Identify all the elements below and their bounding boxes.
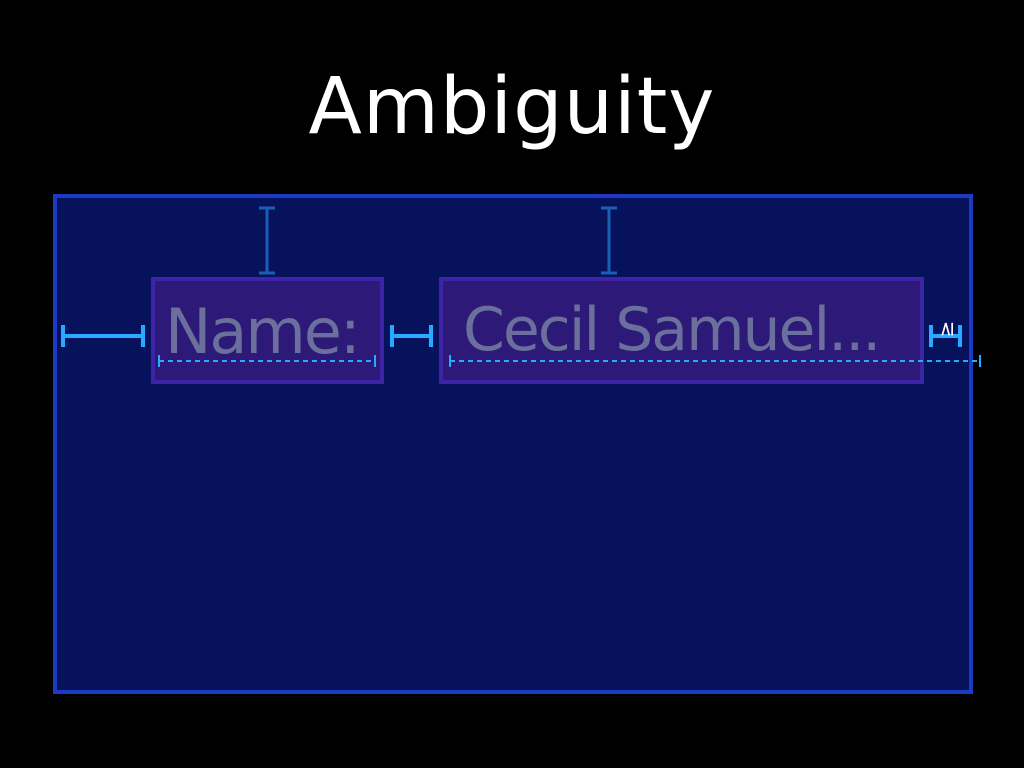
name-label-text: Name: — [165, 295, 361, 368]
label-baseline-guide — [158, 355, 376, 367]
name-field-text: Cecil Samuel... — [463, 295, 881, 365]
field-top-constraint — [601, 206, 617, 275]
trailing-constraint — [929, 325, 962, 347]
greater-equal-symbol: ≥ — [934, 321, 958, 338]
name-field-view: Cecil Samuel... — [439, 277, 924, 384]
field-baseline-guide — [449, 355, 981, 367]
leading-constraint — [61, 325, 145, 347]
name-label-view: Name: — [151, 277, 384, 384]
slide-title: Ambiguity — [308, 62, 716, 152]
label-top-constraint — [259, 206, 275, 275]
label-field-spacing-constraint — [390, 325, 433, 347]
